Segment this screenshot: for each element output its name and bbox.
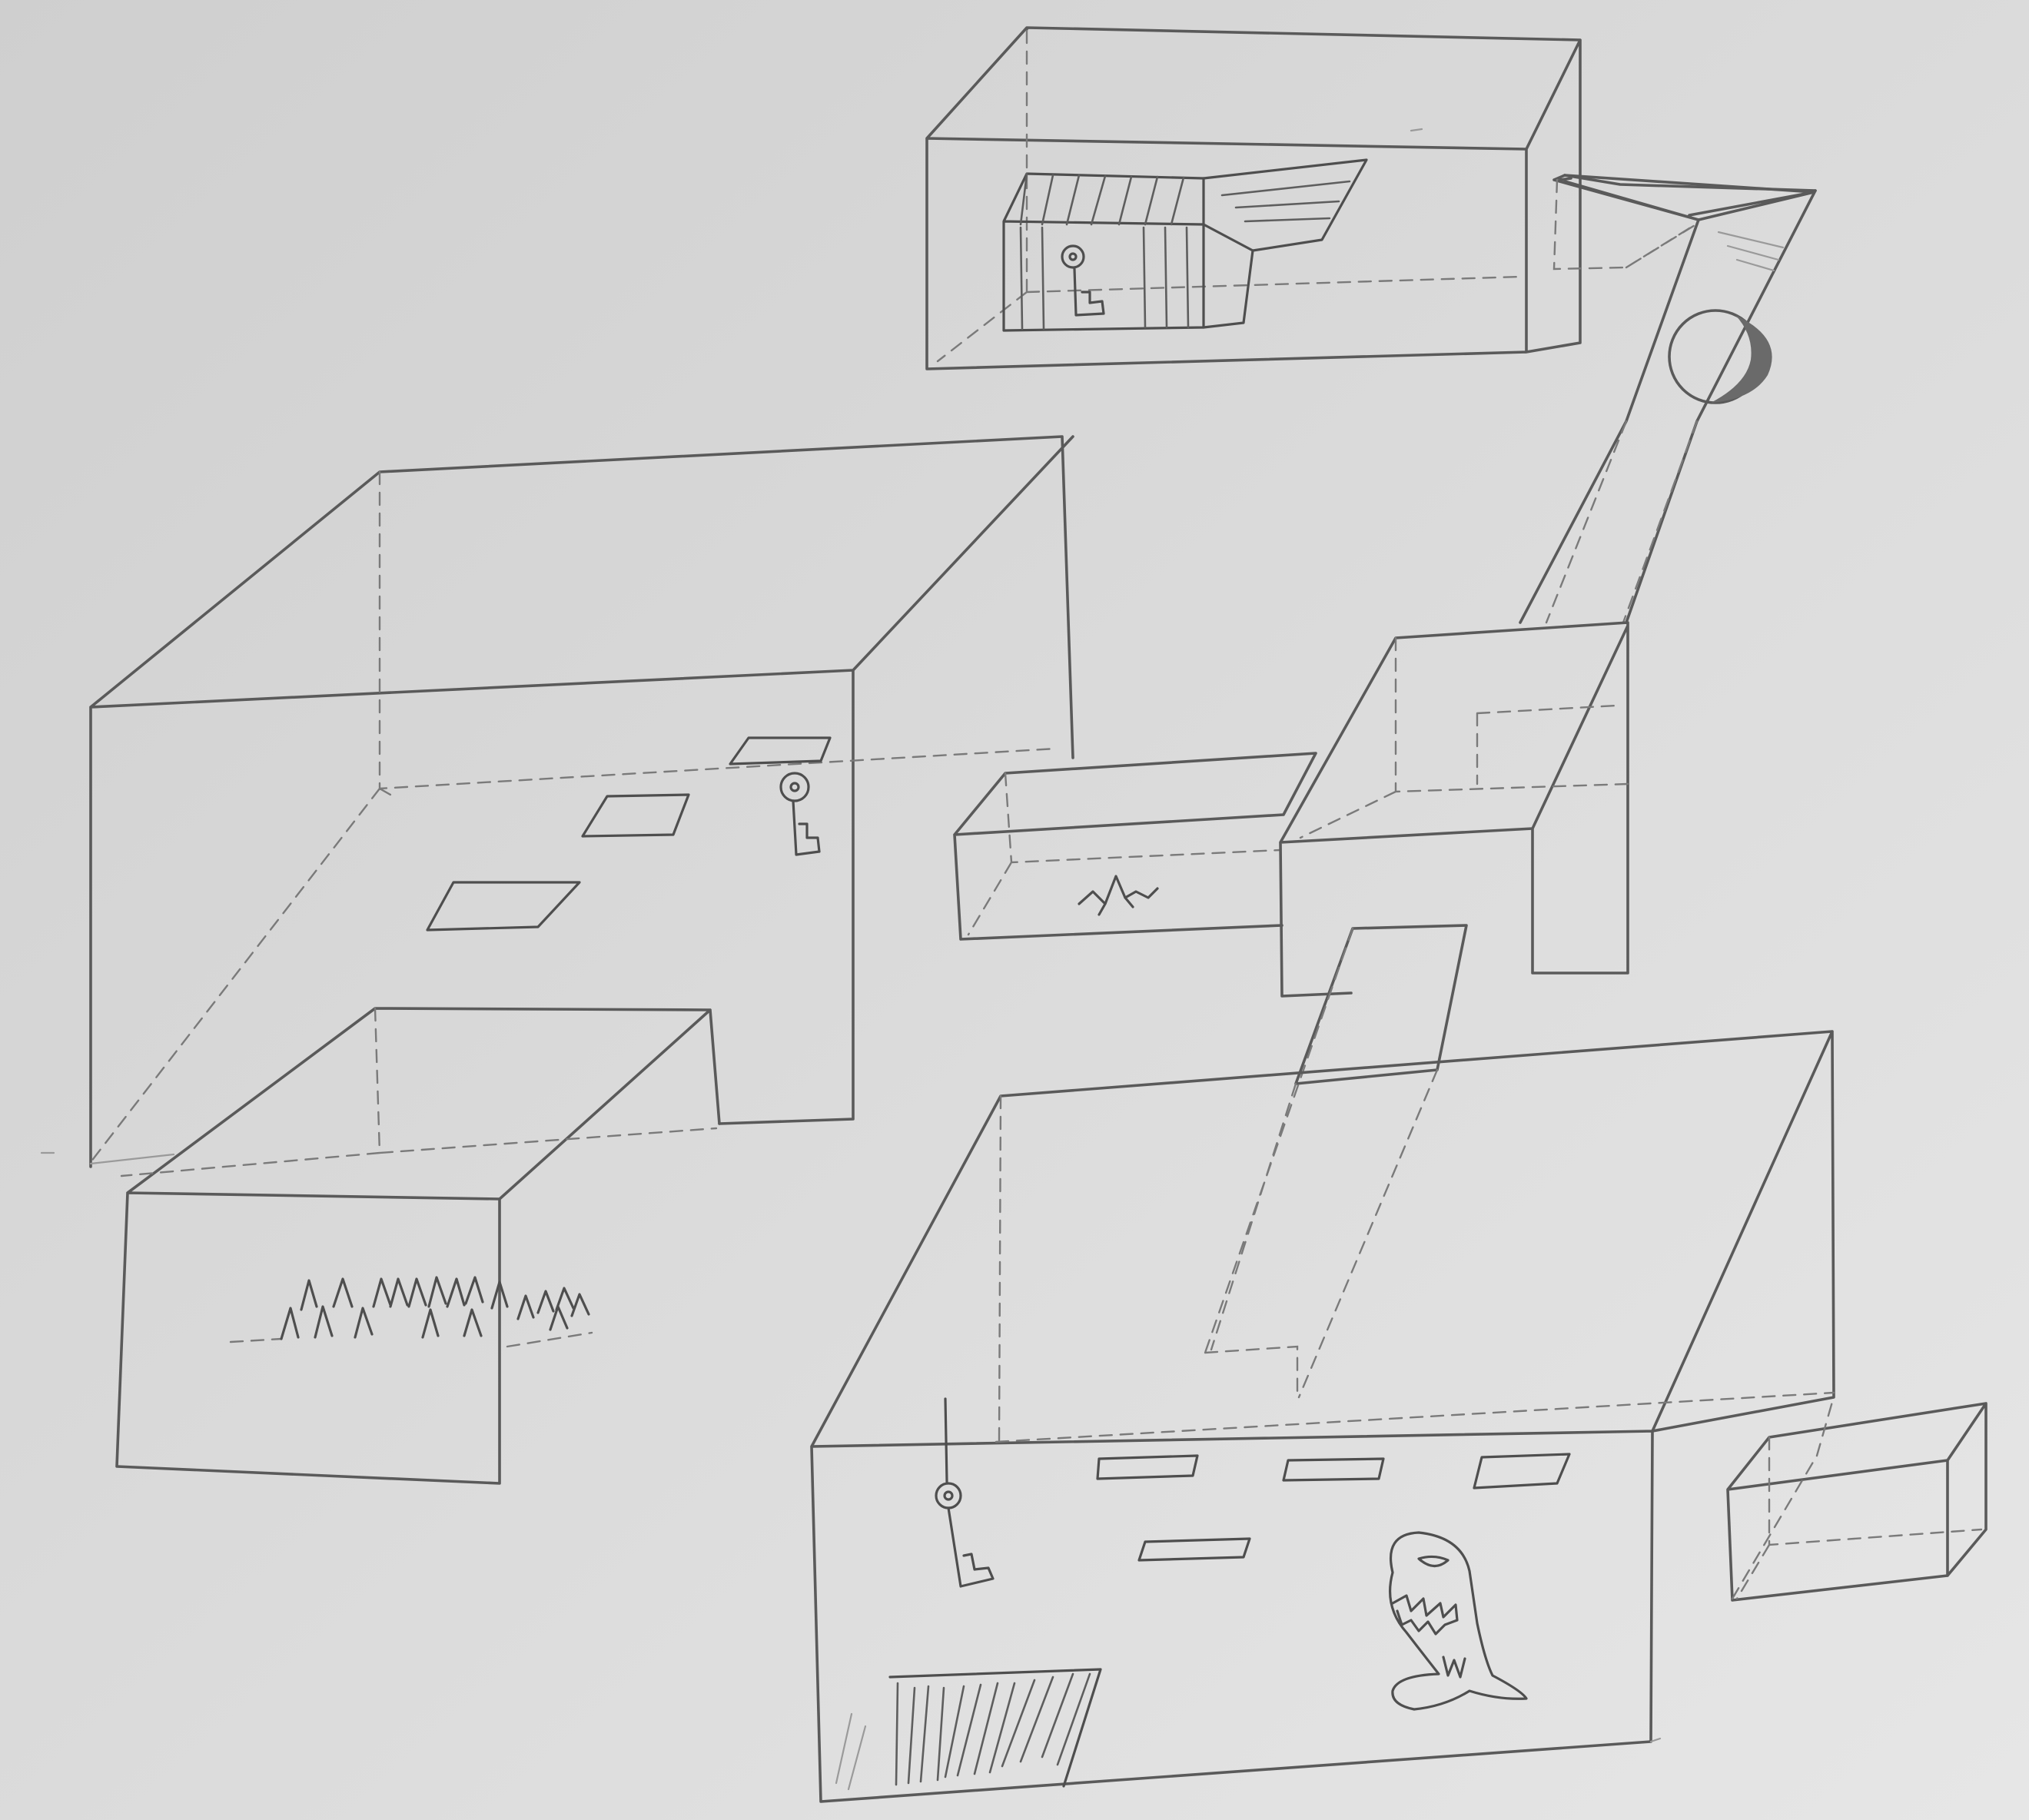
paper-background — [0, 0, 2029, 1820]
level-sketch — [0, 0, 2029, 1820]
